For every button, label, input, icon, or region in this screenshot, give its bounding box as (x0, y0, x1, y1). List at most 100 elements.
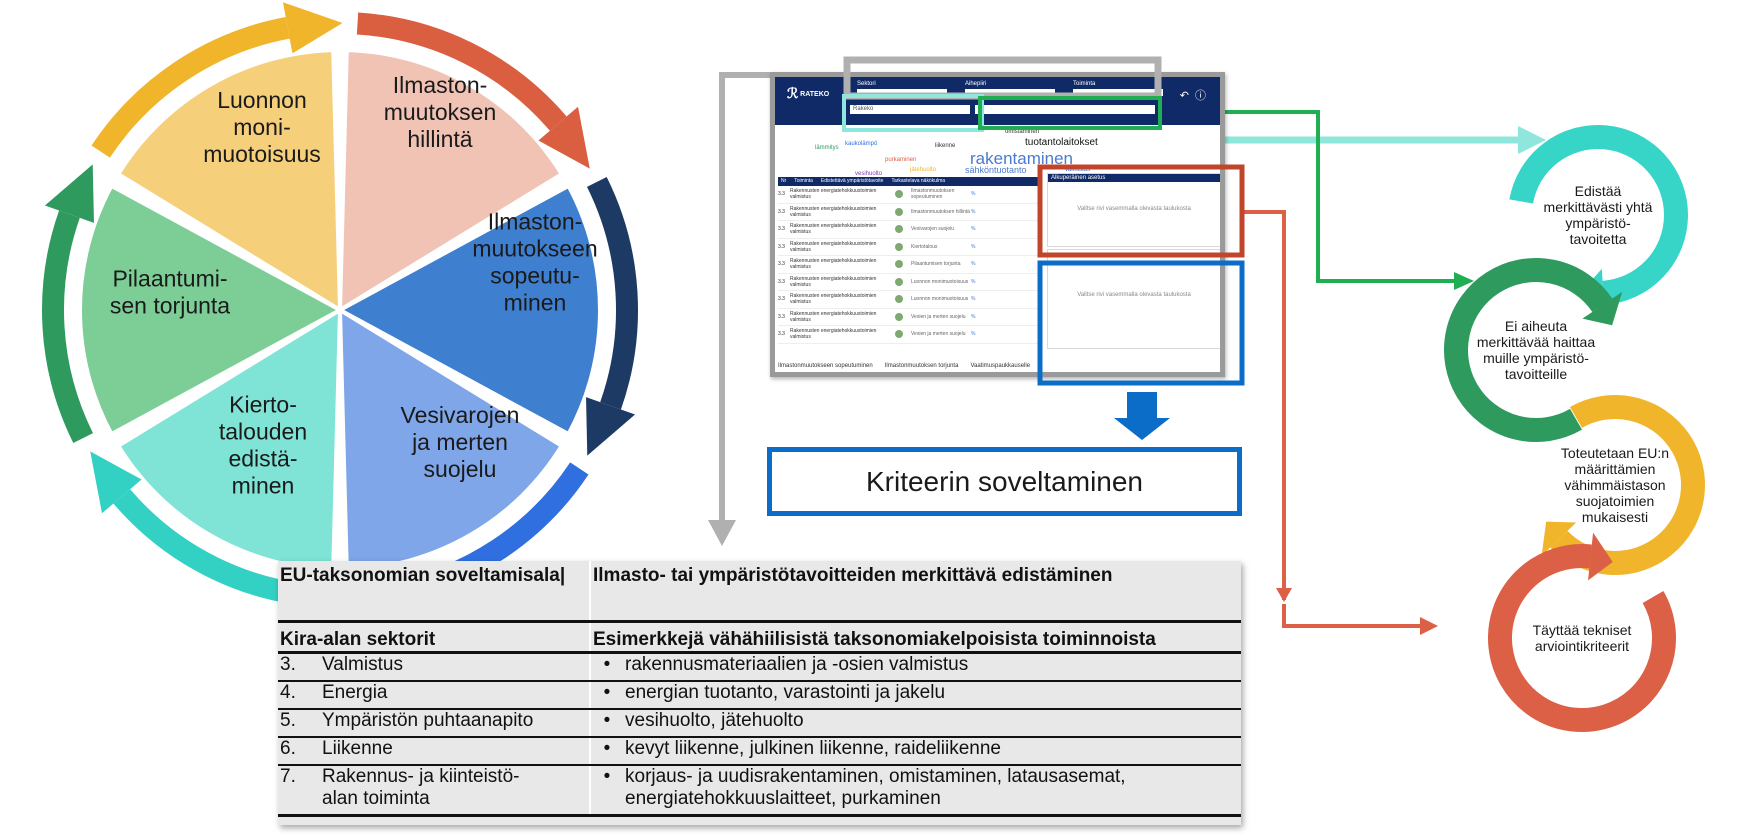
tool-table-row[interactable]: 3.3 Rakennusten energiatehokkuustoimien v… (778, 221, 1038, 239)
wheel-label-line: ja merten (411, 429, 508, 455)
objective-icon (895, 242, 903, 251)
tool-row-nr: 3.3 (778, 278, 785, 285)
wheel-arrowhead (282, 2, 343, 54)
wheel-label-line: Ilmaston- (393, 72, 488, 98)
wheel-label-line: minen (504, 290, 567, 316)
table-row: 3. Valmistus • rakennusmateriaalien ja -… (278, 652, 1241, 682)
row-sector: Rakennus- ja kiinteistö-alan toiminta (320, 765, 590, 817)
table-row: 7. Rakennus- ja kiinteistö-alan toiminta… (278, 765, 1241, 817)
tool-footer: Ilmastonmuutokseen sopeutuminen Ilmaston… (778, 363, 1030, 369)
wheel-segment-label: Pilaantumi-sen torjunta (110, 266, 230, 319)
table-column-row: Kira-alan sektorit Esimerkkejä vähähiili… (278, 621, 1241, 654)
th: Edistettävä ympäristötavoite (820, 178, 884, 184)
wheel-label-line: Kierto- (229, 392, 297, 418)
cycle-label-line: määrittämien (1575, 461, 1656, 477)
tool-row-dnsh: % (971, 296, 976, 303)
tool-row-view: Ilmastonmuutoksen hillintä (911, 208, 970, 215)
tool-row-activity: Rakennusten energiatehokkuustoimien valm… (790, 258, 877, 271)
table-row: 5. Ympäristön puhtaanapito • vesihuolto,… (278, 709, 1241, 738)
bullet: • (589, 681, 623, 710)
filter-sector[interactable]: Sektori (857, 81, 947, 96)
wheel-segment (78, 183, 345, 437)
bullet: • (589, 765, 623, 817)
red-connector (1242, 210, 1424, 628)
eu-taxonomy-table: EU-taksonomian soveltamisala| Ilmasto- t… (278, 561, 1241, 825)
cycle-label-line: Täyttää tekniset (1533, 622, 1632, 638)
objective-icon (895, 190, 903, 199)
wheel-arrowhead (586, 397, 636, 456)
header-objectives: Ilmasto- tai ympäristötavoitteiden merki… (589, 561, 1241, 623)
tool-row-activity: Rakennusten energiatehokkuustoimien valm… (790, 240, 877, 253)
tool-row-nr: 3.3 (778, 226, 785, 233)
row-number: 4. (278, 681, 320, 710)
tool-table-row[interactable]: 3.3 Rakennusten energiatehokkuustoimien v… (778, 186, 1038, 204)
objective-icon (895, 260, 903, 269)
tool-search-input[interactable]: Rakeko (850, 105, 970, 114)
cycle-label-line: muille ympäristö- (1483, 350, 1589, 366)
tool-row-view: Ilmastonmuutoksen sopeutuminen (911, 188, 955, 201)
cloud-word: omistaminen (1005, 129, 1040, 135)
cycle-label-line: merkittävää haittaa (1477, 334, 1595, 350)
cycle-label-line: suojatoimien (1576, 493, 1655, 509)
gray-arrowhead (708, 520, 736, 546)
objective-icon (895, 277, 903, 286)
wheel-label-line: muutoksen (384, 99, 497, 125)
wheel-segment (337, 48, 565, 314)
footer-item: Ilmastonmuutoksen torjunta (884, 363, 959, 369)
blue-down-arrow (1114, 392, 1170, 440)
tool-row-activity: Rakennusten energiatehokkuustoimien valm… (790, 188, 877, 201)
row-sector: Liikenne (320, 737, 590, 766)
filter-activity[interactable]: Toiminta (1073, 81, 1163, 96)
wheel-arrow-arc (586, 177, 638, 410)
tool-row-activity: Rakennusten energiatehokkuustoimien valm… (790, 275, 877, 288)
cycle-arrowhead (1541, 521, 1577, 556)
row-examples-line-1: korjaus- ja uudisrakentaminen, omistamin… (625, 766, 1126, 787)
tool-icons[interactable]: ↶ⓘ (1179, 89, 1212, 102)
table-row: 6. Liikenne • kevyt liikenne, julkinen l… (278, 737, 1241, 766)
cycle-label-line: mukaisesti (1582, 509, 1648, 525)
wheel-label-line: suojelu (424, 456, 497, 482)
cycle-label-line: arviointikriteerit (1535, 638, 1629, 654)
word-cloud: rakentaminen tuotantolaitokset sähköntuo… (815, 129, 1195, 194)
row-number: 5. (278, 709, 320, 738)
bullet: • (589, 709, 623, 738)
filter-topic[interactable]: Aihepiiri (965, 81, 1055, 96)
objective-icon (895, 225, 903, 234)
tool-search-input-2[interactable] (975, 105, 1155, 114)
row-examples: kevyt liikenne, julkinen liikenne, raide… (623, 737, 1241, 766)
tool-table-row[interactable]: 3.3 Rakennusten energiatehokkuustoimien v… (778, 274, 1038, 291)
table-header-row: EU-taksonomian soveltamisala| Ilmasto- t… (278, 561, 1241, 623)
panel-hint: Valitse rivi vasemmalla olevasta tauluko… (1077, 206, 1191, 212)
cloud-word: rakentaminen (970, 149, 1074, 168)
cloud-word: lämmitys (815, 145, 839, 151)
tool-row-view: Pilaantumisen torjunta (911, 261, 961, 268)
tool-row-nr: 3.3 (778, 331, 785, 338)
wheel-segment (335, 183, 602, 437)
cycle-label-line: vähimmäistason (1564, 477, 1665, 493)
tool-row-nr: 3.3 (778, 208, 785, 215)
tool-row-activity: Rakennusten energiatehokkuustoimien valm… (790, 223, 877, 236)
row-number: 3. (278, 652, 320, 682)
objective-icon (895, 207, 903, 216)
row-number: 7. (278, 765, 320, 817)
wheel-arrowhead (90, 451, 142, 514)
tool-table-header: Nr Toiminta Edistettävä ympäristötavoite… (778, 177, 1038, 186)
tool-row-nr: 3.3 (778, 191, 785, 198)
green-connector (1160, 110, 1458, 283)
tool-row-dnsh: % (971, 191, 976, 198)
